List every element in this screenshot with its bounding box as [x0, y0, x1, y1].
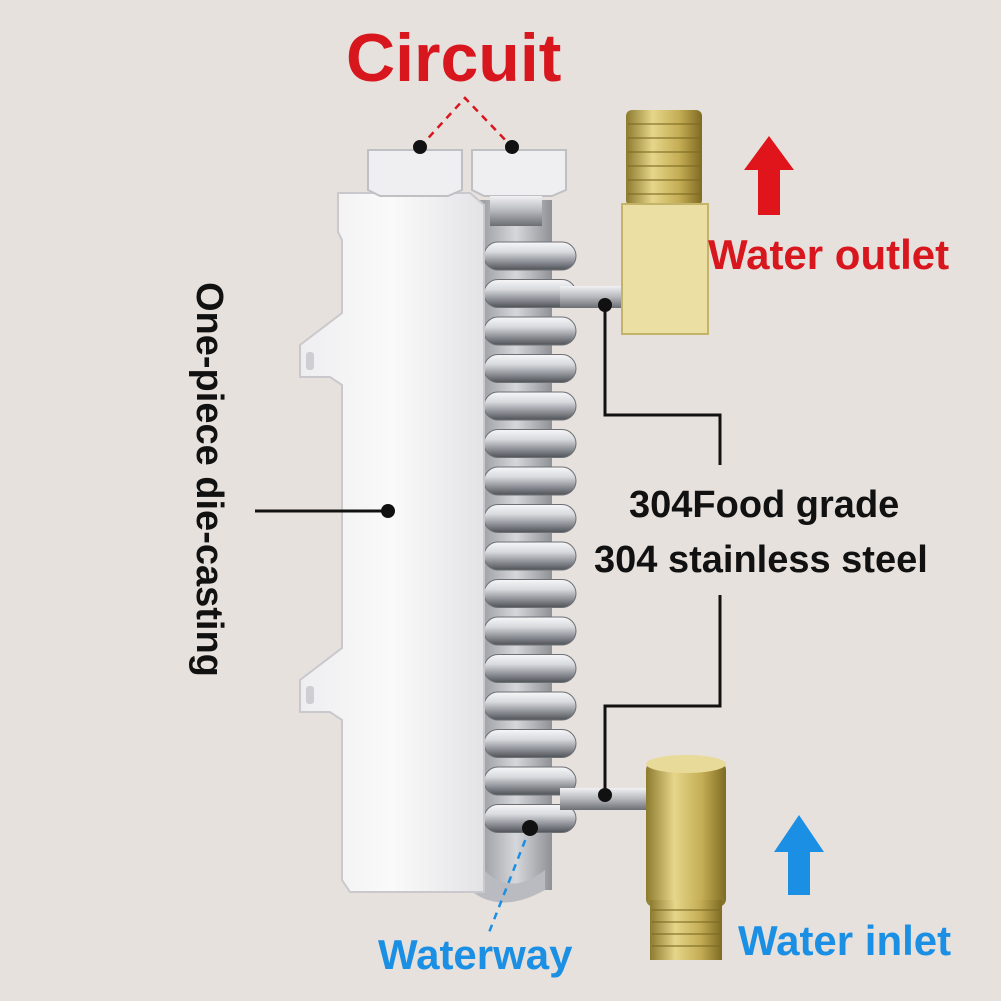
mount-slot-bottom: [306, 686, 314, 704]
coil-loop: [483, 354, 577, 383]
water-inlet-label: Water inlet: [738, 917, 952, 964]
outlet-thread-lines: [628, 123, 700, 195]
stainless-coil: [483, 241, 577, 833]
coil-loop: [483, 541, 577, 571]
waterway-callout: [486, 827, 532, 936]
arrow-up-blue-icon: [774, 815, 824, 895]
coil-loop: [483, 691, 577, 721]
inlet-thread-lines: [652, 909, 720, 947]
steel-dot-top: [598, 298, 612, 312]
circuit-label: Circuit: [346, 20, 562, 96]
circuit-callout: [419, 96, 513, 148]
steel-callout: [603, 305, 722, 795]
coil-loop: [483, 579, 577, 608]
coil-loop: [483, 654, 577, 683]
material-label-line2: 304 stainless steel: [594, 539, 928, 581]
water-outlet-label: Water outlet: [708, 231, 950, 278]
arrow-up-red-icon: [744, 136, 794, 215]
inlet-fitting-top: [646, 755, 726, 773]
coil-loop: [483, 729, 577, 758]
die-casting-dot: [381, 504, 395, 518]
steel-dot-bottom: [598, 788, 612, 802]
mount-slot-top: [306, 352, 314, 370]
inlet-fitting: [646, 762, 726, 907]
die-cast-body: [299, 192, 485, 893]
waterway-dot: [522, 820, 538, 836]
terminal-right: [471, 149, 567, 197]
cylinder-bottom: [470, 850, 545, 903]
outlet-fitting-thread: [626, 110, 702, 206]
die-casting-label: One-piece die-casting: [188, 282, 230, 677]
coil-loop: [483, 391, 577, 421]
terminal-post: [490, 196, 542, 226]
waterway-label: Waterway: [378, 931, 573, 978]
circuit-dot-left: [413, 140, 427, 154]
outlet-fitting-hex: [621, 203, 709, 335]
coil-loop: [483, 466, 577, 496]
material-label-line1: 304Food grade: [629, 484, 900, 526]
coil-loop: [483, 429, 577, 458]
coil-loop: [483, 241, 577, 271]
circuit-dot-right: [505, 140, 519, 154]
coil-loop: [483, 316, 577, 346]
outlet-pipe: [560, 286, 632, 308]
coil-loop: [483, 504, 577, 533]
coil-loop: [483, 616, 577, 646]
terminal-left: [367, 149, 463, 197]
